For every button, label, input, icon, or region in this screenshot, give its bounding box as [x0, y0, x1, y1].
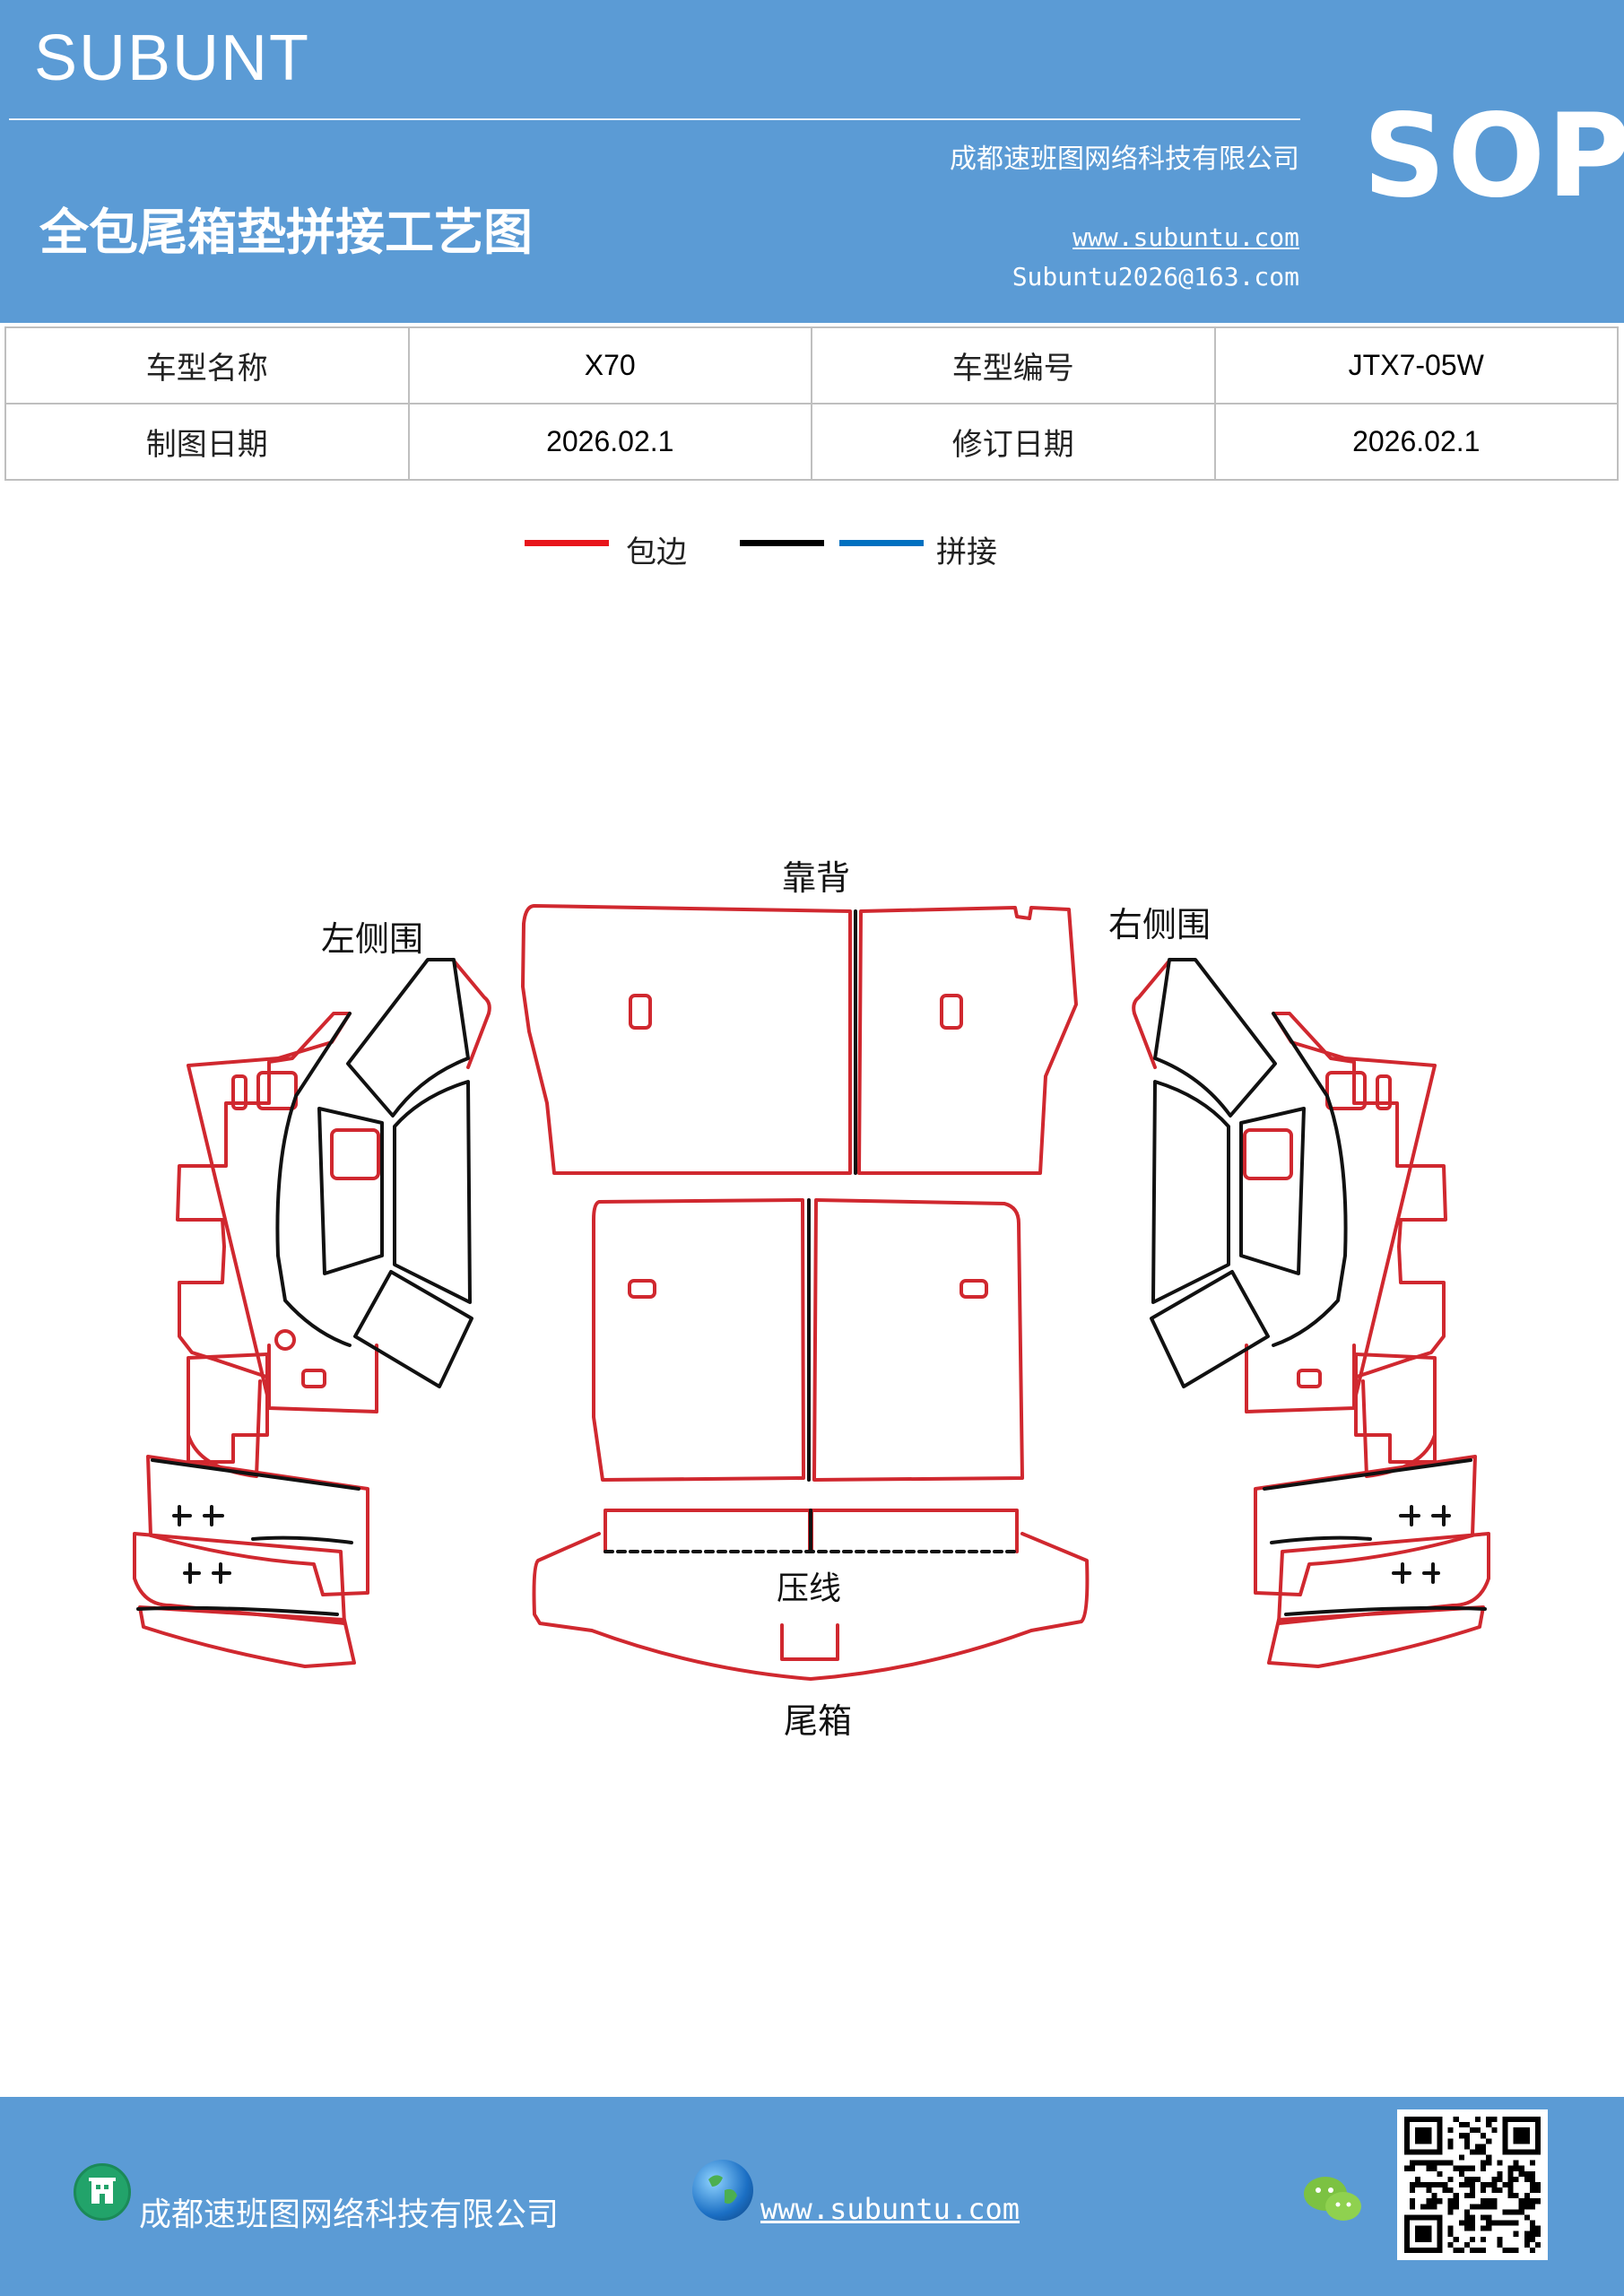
left-slot-c	[330, 1128, 380, 1180]
left-hole-marks	[172, 1505, 231, 1584]
model-name-label: 车型名称	[4, 326, 410, 404]
left-slot-b	[256, 1071, 298, 1110]
label-right-side: 右侧围	[1108, 905, 1211, 944]
company-name: 成都速班图网络科技有限公司	[950, 144, 1299, 175]
website-link[interactable]: www.subuntu.com	[1073, 222, 1299, 252]
left-upper-tip	[451, 958, 491, 1069]
right-slot-a	[1376, 1074, 1392, 1110]
right-slot-d	[1297, 1369, 1322, 1388]
legend-label-edge: 包边	[626, 535, 687, 570]
footer-company-name: 成都速班图网络科技有限公司	[139, 2196, 560, 2233]
right-hole-marks	[1392, 1505, 1451, 1584]
vehicle-info-table: 车型名称 X70 车型编号 JTX7-05W 制图日期 2026.02.1 修订…	[4, 326, 1619, 481]
right-slot-b	[1325, 1071, 1367, 1110]
right-bottom-strip-a	[1254, 1455, 1477, 1596]
right-upper-tip	[1132, 958, 1172, 1069]
model-code-label: 车型编号	[811, 326, 1216, 404]
left-side-lower-piece	[353, 1270, 473, 1388]
label-crease: 压线	[777, 1570, 842, 1607]
right-side-window	[1239, 1107, 1306, 1275]
left-strip-line-b	[251, 1535, 353, 1544]
trunk-bumper-strip-left	[604, 1509, 812, 1553]
trunk-floor-notch	[780, 1623, 839, 1661]
mat-pieces-drawing	[133, 904, 1490, 1681]
sop-badge: SOP	[1363, 90, 1624, 223]
revision-date-label: 修订日期	[811, 403, 1216, 481]
right-side-lower-piece	[1150, 1270, 1270, 1388]
legend-line-edge	[525, 540, 609, 546]
page-header: SUBUNT 成都速班图网络科技有限公司 全包尾箱垫拼接工艺图 www.subu…	[0, 0, 1624, 323]
label-backrest: 靠背	[782, 858, 851, 898]
model-name-value: X70	[407, 326, 812, 404]
left-side-inner	[393, 1080, 472, 1304]
left-slot-a	[231, 1074, 248, 1110]
legend-line-black	[740, 540, 824, 546]
backrest-right-slot	[940, 994, 963, 1030]
left-side-window	[317, 1107, 384, 1275]
right-side-upper-piece	[1153, 958, 1277, 1118]
header-divider	[9, 118, 1300, 120]
email-address: Subuntu2026@163.com	[1012, 262, 1299, 291]
left-strip-line-a	[151, 1458, 360, 1491]
cushion-left-panel	[592, 1198, 805, 1482]
cushion-left-slot	[628, 1279, 656, 1299]
cushion-right-panel	[812, 1198, 1024, 1482]
page-footer: 成都速班图网络科技有限公司 www.subuntu.com	[0, 2097, 1624, 2296]
right-side-body	[1272, 1012, 1348, 1347]
brand-name: SUBUNT	[34, 22, 311, 94]
left-side-upper-piece	[346, 958, 470, 1118]
model-code-value: JTX7-05W	[1213, 326, 1619, 404]
backrest-left-panel	[521, 904, 852, 1175]
left-side-body	[275, 1012, 352, 1347]
left-lower-body	[267, 1344, 378, 1413]
right-side-inner	[1151, 1080, 1230, 1304]
revision-date-value: 2026.02.1	[1213, 403, 1619, 481]
table-row: 制图日期 2026.02.1 修订日期 2026.02.1	[4, 403, 1619, 481]
table-row: 车型名称 X70 车型编号 JTX7-05W	[4, 326, 1619, 404]
globe-icon	[692, 2160, 753, 2221]
right-strip-line-c	[1284, 1605, 1487, 1616]
backrest-left-slot	[629, 994, 652, 1030]
right-strip-line-a	[1263, 1458, 1472, 1491]
left-hole	[274, 1329, 296, 1351]
left-slot-d	[301, 1369, 326, 1388]
legend: 包边 拼接	[0, 520, 1624, 574]
cushion-right-slot	[960, 1279, 988, 1299]
right-slot-c	[1243, 1128, 1293, 1180]
right-strip-line-b	[1270, 1535, 1372, 1544]
footer-website-link[interactable]: www.subuntu.com	[760, 2192, 1020, 2226]
building-icon	[74, 2163, 131, 2221]
right-lower-body	[1245, 1344, 1356, 1413]
trunk-bumper-strip-right	[810, 1509, 1019, 1553]
left-bottom-strip-a	[146, 1455, 369, 1596]
left-bottom-strip-c	[138, 1605, 356, 1668]
backrest-right-panel	[857, 906, 1078, 1175]
legend-label-splice: 拼接	[936, 535, 997, 570]
legend-line-splice	[839, 540, 924, 546]
label-trunk: 尾箱	[784, 1701, 853, 1741]
trunk-floor-panel	[532, 1532, 1090, 1681]
right-bottom-strip-c	[1267, 1605, 1485, 1668]
mat-diagram: 靠背 左侧围 右侧围 压线 尾箱	[0, 807, 1624, 1776]
left-lower-tab	[187, 1352, 269, 1464]
qr-code	[1397, 2109, 1548, 2260]
drawing-date-value: 2026.02.1	[407, 403, 812, 481]
left-strip-line-c	[136, 1605, 339, 1616]
wechat-icon[interactable]	[1302, 2172, 1365, 2226]
label-left-side: 左侧围	[321, 919, 424, 959]
drawing-date-label: 制图日期	[4, 403, 410, 481]
document-title: 全包尾箱垫拼接工艺图	[39, 204, 534, 261]
right-lower-tab	[1354, 1352, 1437, 1464]
